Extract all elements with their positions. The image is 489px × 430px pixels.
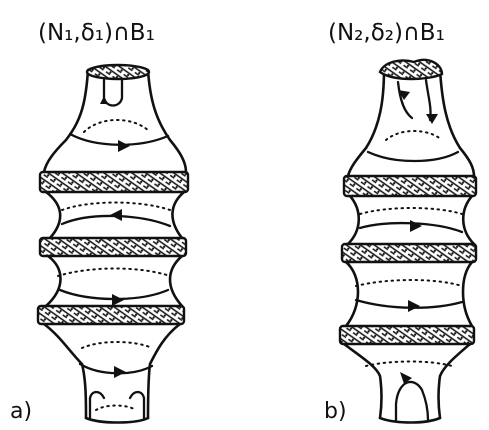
panel-b-title: (N₂,δ₂)∩B₁ [328, 20, 445, 46]
panel-a-label: a) [10, 399, 32, 424]
panel-a: (N₁,δ₁)∩B₁ [10, 20, 190, 424]
panel-b-surface [338, 58, 478, 424]
panel-a-title: (N₁,δ₁)∩B₁ [38, 20, 155, 46]
panel-b: (N₂,δ₂)∩B₁ [324, 20, 478, 424]
panel-a-surface [36, 63, 190, 424]
panel-b-label: b) [324, 399, 347, 424]
